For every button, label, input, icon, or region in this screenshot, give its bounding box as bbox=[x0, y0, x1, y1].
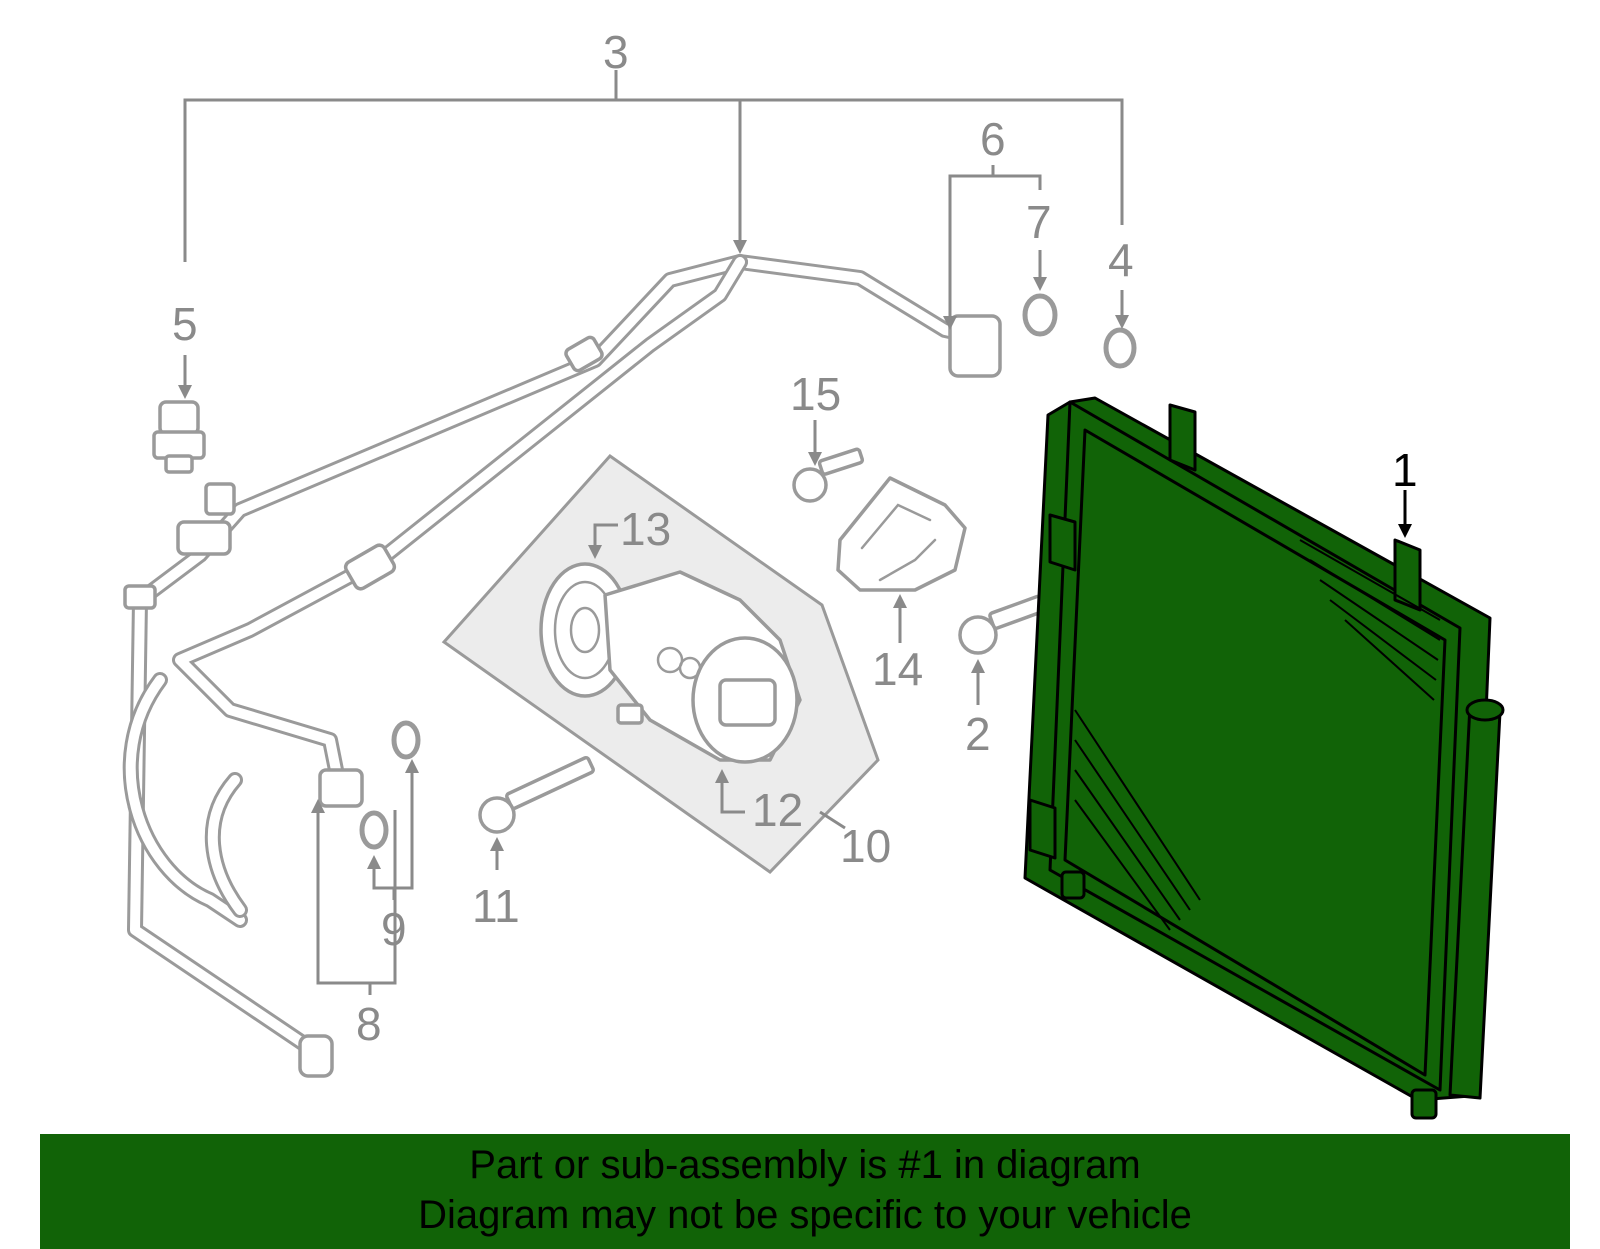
bolt-part-2 bbox=[958, 594, 1047, 655]
callout-14: 14 bbox=[872, 643, 923, 695]
o-ring-part-9b bbox=[359, 810, 389, 850]
pressure-switch-part-5 bbox=[152, 400, 206, 474]
leader-lines bbox=[178, 70, 1412, 995]
bolt-part-15 bbox=[792, 447, 865, 503]
callout-10: 10 bbox=[840, 820, 891, 872]
banner-line-disclaimer: Diagram may not be specific to your vehi… bbox=[418, 1193, 1192, 1237]
o-ring-part-7 bbox=[1022, 293, 1058, 337]
callout-6: 6 bbox=[980, 113, 1006, 165]
callout-9: 9 bbox=[381, 903, 407, 955]
bracket-part-14 bbox=[836, 476, 967, 592]
callout-8: 8 bbox=[356, 998, 382, 1050]
bolt-part-11 bbox=[478, 755, 595, 834]
callout-2: 2 bbox=[965, 708, 991, 760]
callout-3: 3 bbox=[603, 26, 629, 78]
condenser-part-1 bbox=[1023, 396, 1505, 1120]
callout-7: 7 bbox=[1026, 196, 1052, 248]
callout-13: 13 bbox=[620, 503, 671, 555]
compressor-part-12 bbox=[539, 562, 802, 764]
callout-12: 12 bbox=[752, 784, 803, 836]
ac-lines bbox=[122, 254, 1002, 1078]
o-ring-part-9a bbox=[391, 720, 421, 760]
callout-11: 11 bbox=[472, 880, 520, 932]
callout-5: 5 bbox=[172, 298, 198, 350]
banner-line-part-number: Part or sub-assembly is #1 in diagram bbox=[469, 1143, 1141, 1187]
o-ring-part-4 bbox=[1103, 327, 1137, 369]
callout-1: 1 bbox=[1392, 444, 1418, 496]
callout-15: 15 bbox=[790, 368, 841, 420]
callout-4: 4 bbox=[1108, 234, 1134, 286]
info-banner: Part or sub-assembly is #1 in diagram Di… bbox=[40, 1134, 1570, 1249]
